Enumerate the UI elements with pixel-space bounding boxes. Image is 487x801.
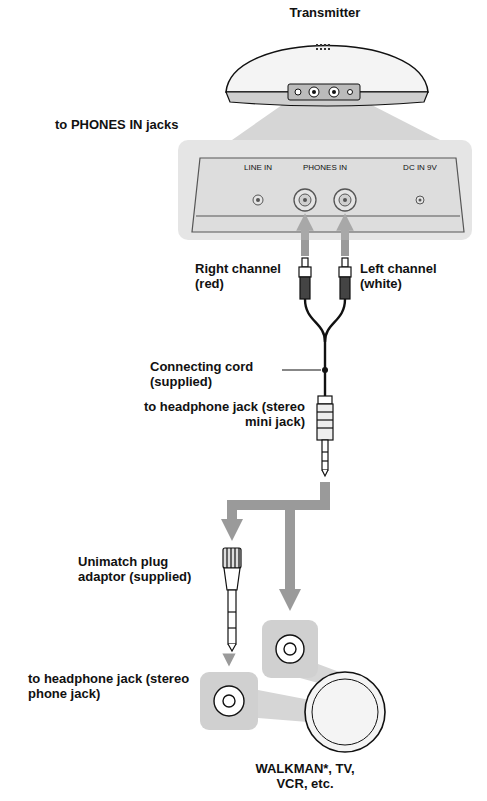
callout-label: Right channel (red) [195, 262, 295, 292]
jack-label: PHONES IN [303, 164, 347, 172]
leader-line [282, 369, 321, 370]
walkman-device [305, 672, 385, 752]
jack-panel: LINE IN PHONES IN DC IN 9V [178, 140, 472, 240]
connecting-cord [305, 299, 345, 396]
phone-jack-callout [200, 672, 258, 730]
jack-label: LINE IN [244, 164, 272, 172]
unimatch-adaptor [223, 548, 241, 651]
callout-label: to headphone jack (stereo mini jack) [140, 400, 305, 430]
split-arrow [232, 482, 325, 600]
callout-wedge [258, 690, 310, 722]
transmitter [226, 44, 428, 106]
leader-dot [322, 367, 328, 373]
callout-label: Transmitter [265, 6, 385, 21]
jack-label: DC IN 9V [403, 164, 437, 172]
insert-arrow [226, 655, 232, 660]
callout-label: Left channel (white) [360, 262, 470, 292]
callout-label: WALKMAN*, TV, VCR, etc. [245, 762, 365, 792]
rca-plugs [299, 258, 351, 299]
callout-label: to PHONES IN jacks [55, 118, 225, 133]
mini-jack-callout [262, 620, 318, 678]
stereo-mini-plug [317, 396, 333, 476]
callout-label: Connecting cord (supplied) [150, 360, 275, 390]
callout-label: Unimatch plug adaptor (supplied) [78, 555, 213, 585]
callout-label: to headphone jack (stereo phone jack) [28, 672, 193, 702]
